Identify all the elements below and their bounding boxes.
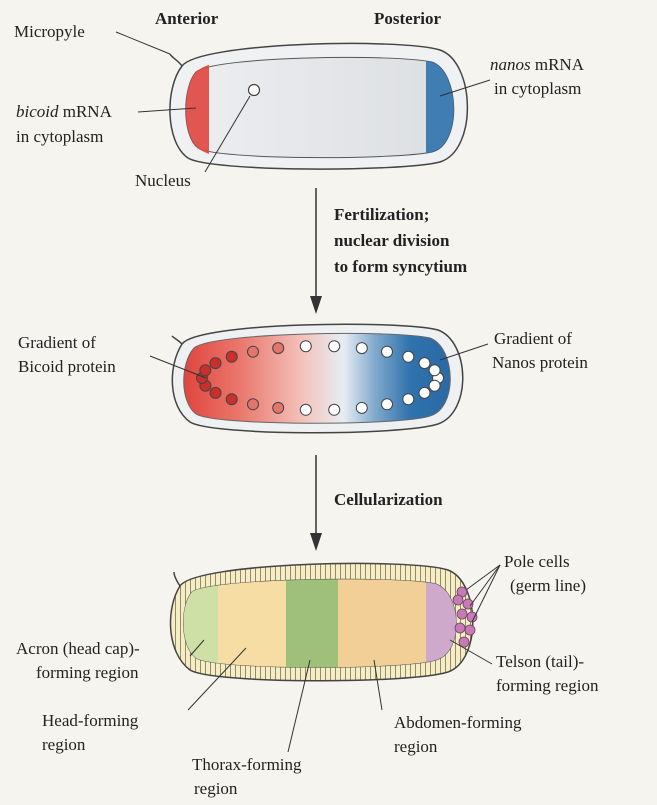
bicoid-gradient-label-2: Bicoid protein (18, 356, 116, 378)
nanos-gradient-label-1: Gradient of (494, 328, 572, 350)
nucleus (248, 346, 259, 357)
nanos-rest: mRNA (531, 55, 584, 74)
bicoid-mrna-label: bicoid mRNA (16, 101, 112, 123)
micropyle-label: Micropyle (14, 21, 85, 43)
thorax-region (286, 570, 338, 670)
egg-stage-3 (171, 563, 477, 680)
nanos-mrna-label-line2: in cytoplasm (494, 78, 581, 100)
arrow-step-1 (310, 188, 322, 314)
nanos-italic: nanos (490, 55, 531, 74)
telson-label-1: Telson (tail)- (496, 651, 584, 673)
nucleus (248, 399, 259, 410)
anterior-label: Anterior (155, 8, 218, 30)
step-2-line-1: Cellularization (334, 488, 443, 511)
bicoid-rest: mRNA (59, 102, 112, 121)
nucleus (419, 387, 430, 398)
head-region (218, 570, 286, 670)
pole-cells-label-2: (germ line) (510, 575, 586, 597)
nucleus (200, 365, 211, 376)
nucleus (300, 404, 311, 415)
arrow-step-2 (310, 455, 322, 551)
nucleus (356, 402, 367, 413)
acron-label-1: Acron (head cap)- (16, 638, 140, 660)
nanos-mrna-label: nanos mRNA (490, 54, 584, 76)
nucleus-circle (249, 85, 260, 96)
pole-cell (457, 609, 467, 619)
egg-inner-1 (186, 57, 454, 157)
egg-stage-1 (170, 43, 467, 169)
nucleus (329, 341, 340, 352)
nanos-gradient-label-2: Nanos protein (492, 352, 588, 374)
nucleus (382, 346, 393, 357)
nucleus (429, 380, 440, 391)
acron-label-2: forming region (36, 662, 138, 684)
thorax-label-2: region (194, 778, 237, 800)
nucleus (419, 358, 430, 369)
abdomen-label-1: Abdomen-forming (394, 712, 521, 734)
thorax-label-1: Thorax-forming (192, 754, 302, 776)
abdomen-label-2: region (394, 736, 437, 758)
nucleus-label: Nucleus (135, 170, 191, 192)
nucleus (273, 402, 284, 413)
nucleus (356, 343, 367, 354)
egg-micropyle-2 (172, 336, 182, 344)
bicoid-italic: bicoid (16, 102, 59, 121)
nucleus (273, 343, 284, 354)
step-1-line-3: to form syncytium (334, 255, 467, 278)
pole-cell (453, 595, 463, 605)
pole-cell (465, 625, 475, 635)
posterior-label: Posterior (374, 8, 441, 30)
head-label-1: Head-forming (42, 710, 138, 732)
abdomen-region (338, 570, 426, 670)
egg-micropyle-1 (170, 54, 182, 66)
nucleus (226, 394, 237, 405)
nucleus (226, 351, 237, 362)
nucleus (210, 358, 221, 369)
nucleus (429, 365, 440, 376)
pole-cell (455, 623, 465, 633)
protein-gradient (184, 333, 451, 423)
nucleus (210, 387, 221, 398)
nucleus (403, 351, 414, 362)
egg-micropyle-3 (174, 572, 180, 586)
nucleus (329, 404, 340, 415)
head-label-2: region (42, 734, 85, 756)
egg-stage-2 (172, 324, 463, 433)
bicoid-mrna-label-line2: in cytoplasm (16, 126, 103, 148)
step-1-line-1: Fertilization; (334, 203, 429, 226)
pole-cells-label-1: Pole cells (504, 551, 570, 573)
nucleus (300, 341, 311, 352)
step-1-line-2: nuclear division (334, 229, 449, 252)
pole-cell (467, 612, 477, 622)
nucleus (382, 399, 393, 410)
nucleus (403, 394, 414, 405)
telson-label-2: forming region (496, 675, 598, 697)
bicoid-gradient-label-1: Gradient of (18, 332, 96, 354)
